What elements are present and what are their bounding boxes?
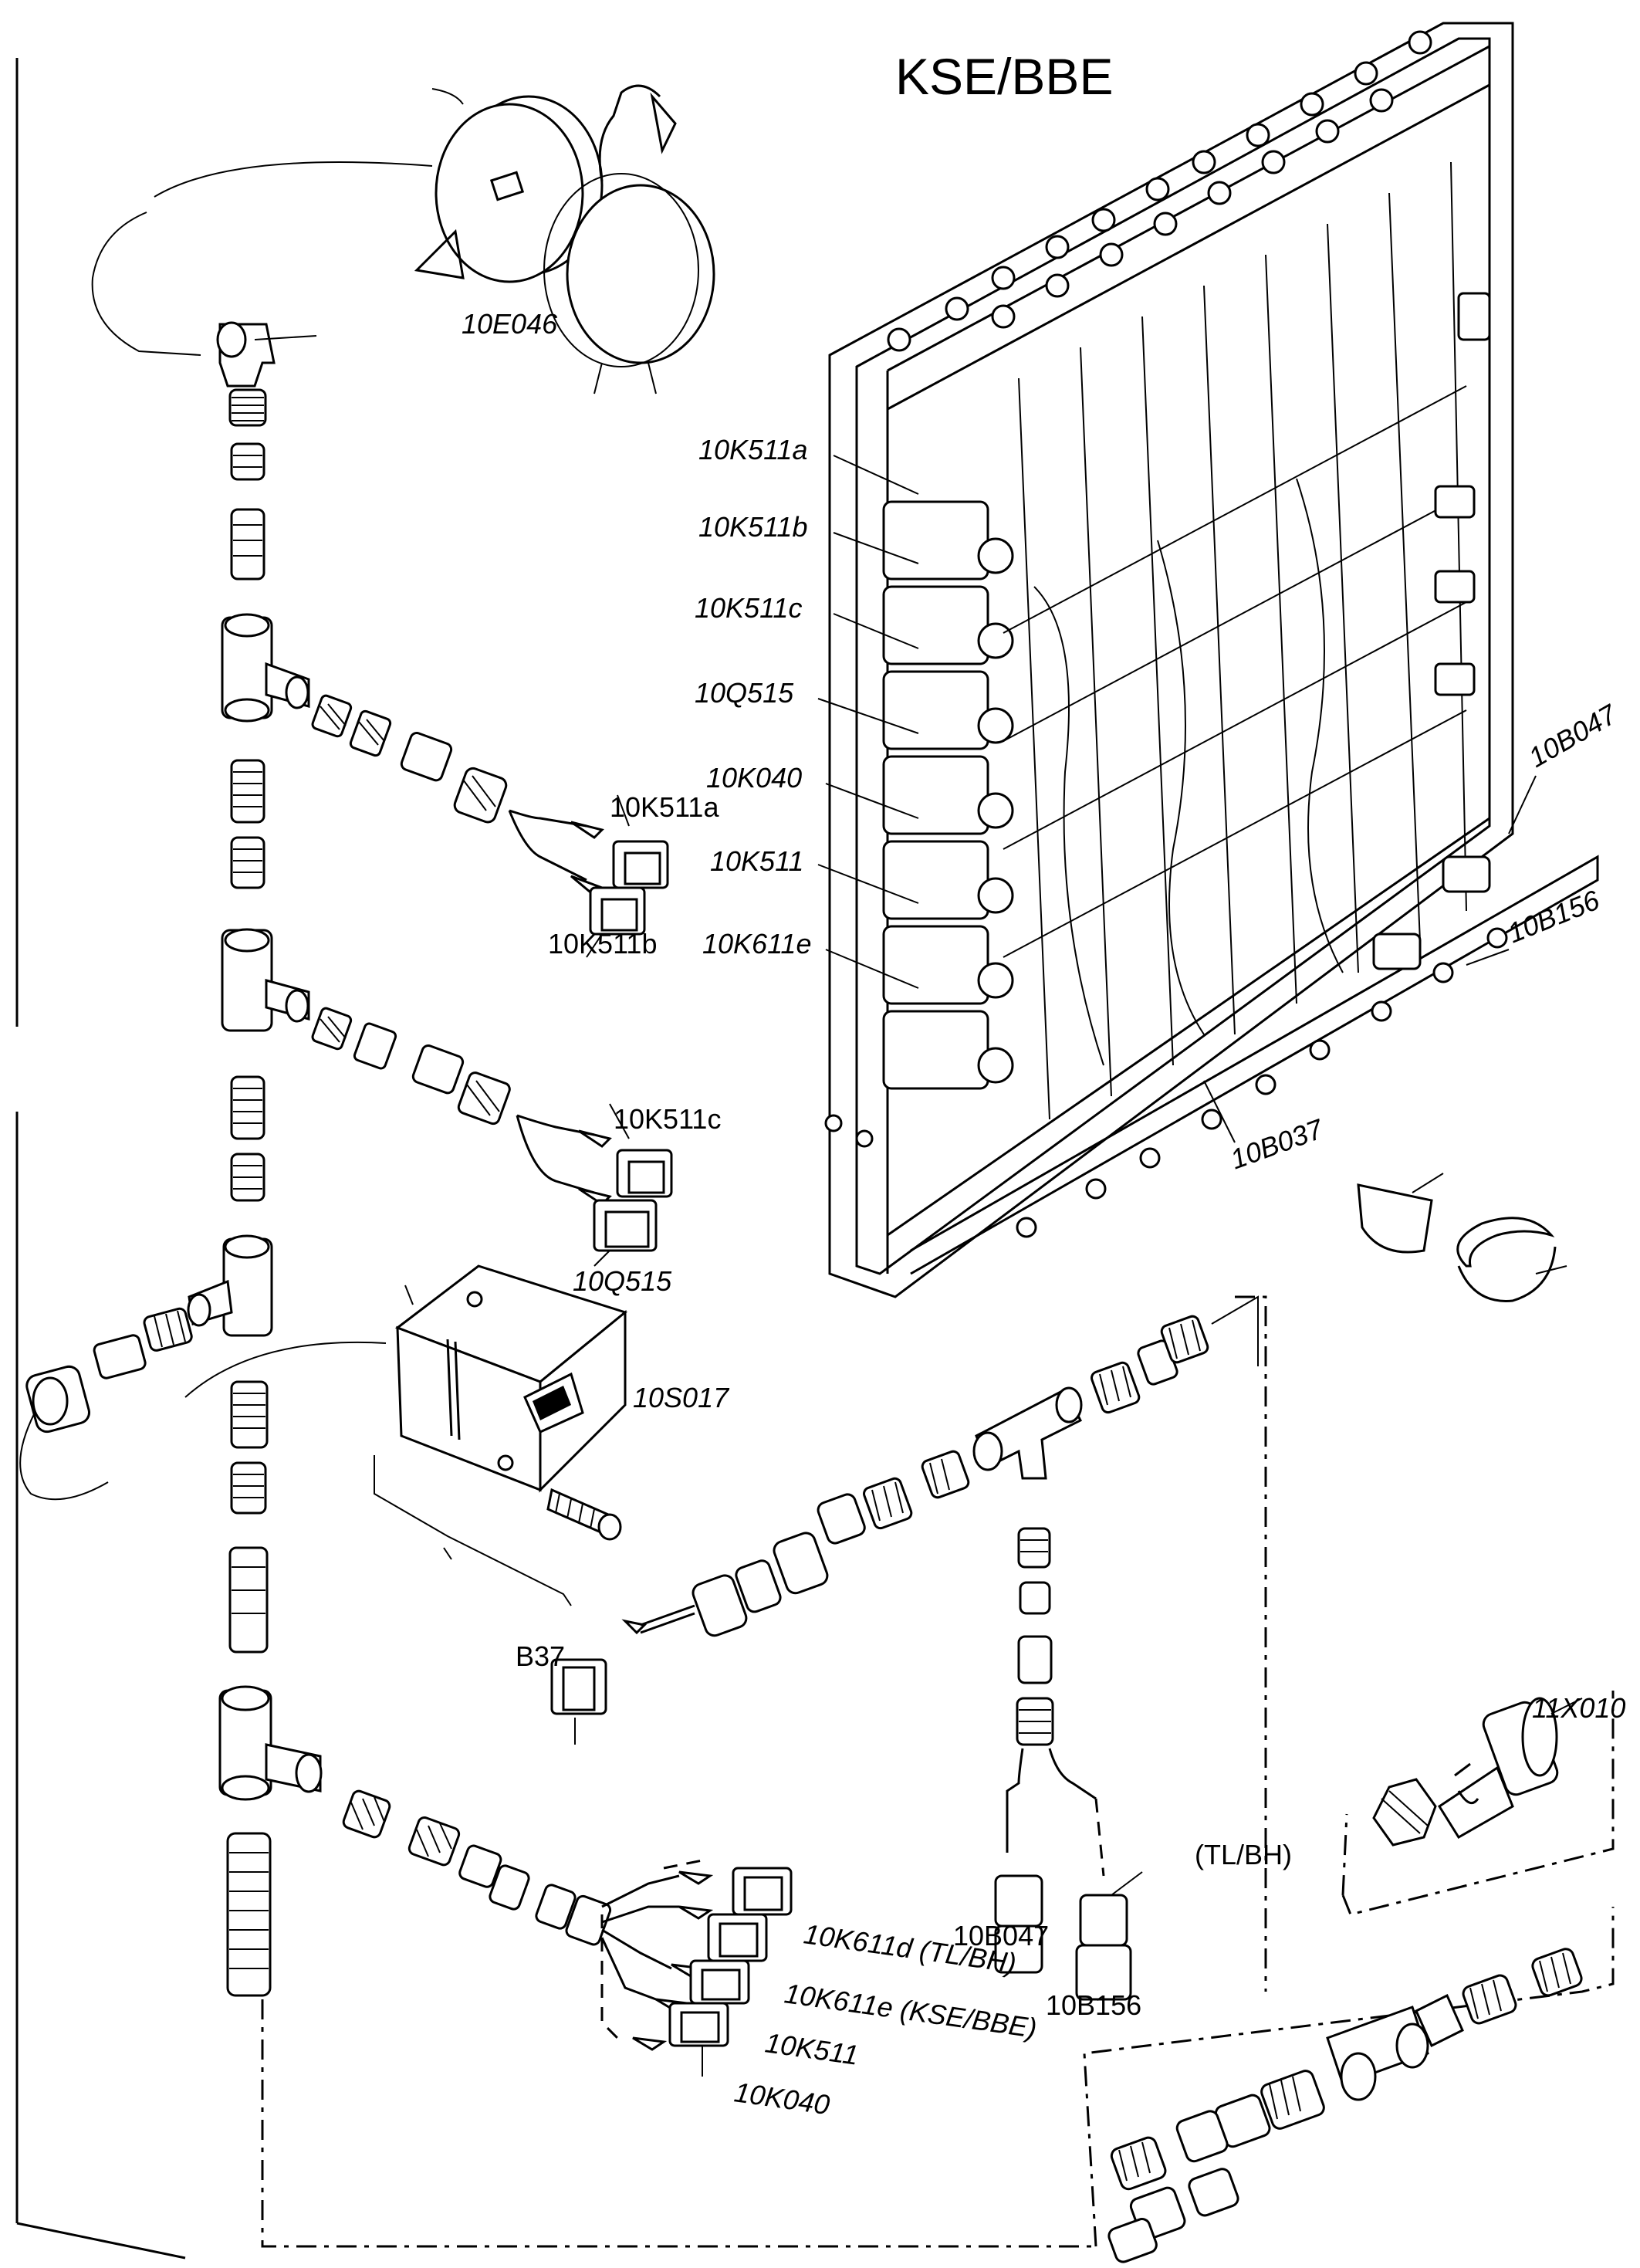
valve-label-b037: 10B037: [1226, 1112, 1329, 1176]
connector-label-b156: 10B156: [1046, 1989, 1141, 2021]
valve-label-k511: 10K511: [710, 845, 803, 877]
piping: [1003, 161, 1467, 1120]
bottom-right-harness: [1107, 1948, 1583, 2263]
connector-label-k511b: 10K511b: [548, 928, 657, 960]
connector-label-x010: 11X010: [1532, 1692, 1625, 1724]
connector-label-k511: 10K511: [763, 2026, 861, 2071]
top-bolts: [887, 30, 1432, 352]
switch-label: 10S017: [633, 1382, 730, 1413]
connector-label-k511c: 10K511c: [614, 1103, 721, 1135]
connector-11x010: [1372, 1697, 1583, 1847]
right-sensors: [1372, 292, 1491, 970]
center-harness: [550, 1295, 1259, 2001]
bottom-branch: [342, 1789, 793, 2077]
branch-k511a-k511b: [311, 694, 669, 958]
valve-label-k040: 10K040: [706, 762, 802, 794]
valve-label-k511c: 10K511c: [695, 592, 802, 624]
connector-label-b37: B37: [516, 1640, 565, 1672]
page-border: [15, 58, 186, 2260]
valve-block: [824, 22, 1599, 1298]
connector-label-b047: 10B047: [953, 1920, 1049, 1951]
horn-assembly: [91, 84, 715, 394]
connector-label-k040: 10K040: [732, 2076, 832, 2121]
branch-k511c-q515: [311, 1007, 673, 1267]
valve-label-k511b: 10K511b: [698, 511, 807, 543]
switch-assembly: [374, 1264, 628, 1606]
connector-label-k511a: 10K511a: [610, 791, 719, 823]
left-branch-connector: [19, 1307, 387, 1501]
valve-label-k611e: 10K611e: [702, 928, 811, 960]
horn-label: 10E046: [462, 308, 558, 340]
diagram-title: KSE/BBE: [895, 48, 1113, 105]
valve-label-b047: 10B047: [1523, 697, 1624, 773]
cable-tie-and-sleeve: [1357, 1173, 1567, 1302]
valve-label-k511a: 10K511a: [698, 434, 807, 465]
leader-lines: [817, 455, 1537, 1143]
valve-label-q515: 10Q515: [695, 677, 794, 709]
manifold-bolts: [824, 927, 1508, 1238]
left-vertical-harness: [187, 321, 323, 1997]
connector-label-q515: 10Q515: [573, 1265, 672, 1297]
dashed-boundaries: [261, 1295, 1615, 2248]
valve-label-b156: 10B156: [1503, 884, 1604, 950]
variant-label-tlbh: (TL/BH): [1195, 1839, 1292, 1870]
